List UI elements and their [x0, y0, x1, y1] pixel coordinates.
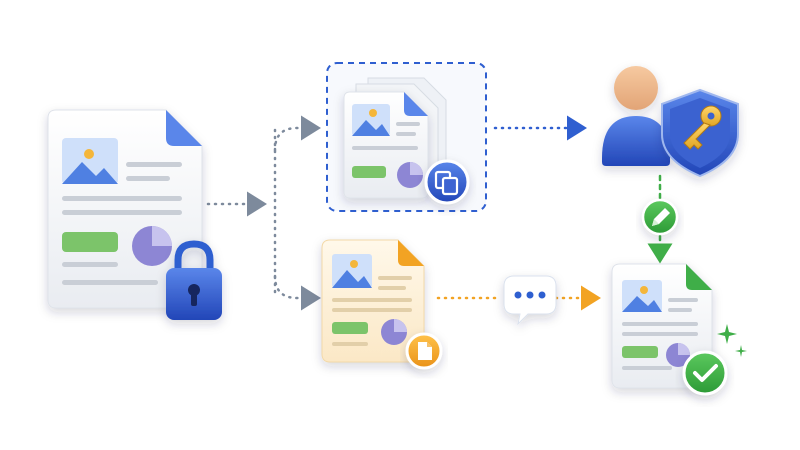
- pie-chart-icon: [666, 343, 690, 367]
- approved-document: [611, 263, 747, 396]
- lock-icon: [166, 240, 222, 320]
- checkmark-icon: [682, 350, 728, 396]
- pie-chart-icon: [381, 319, 407, 345]
- user-with-key-shield: [602, 66, 739, 178]
- image-placeholder-icon: [62, 138, 118, 184]
- edge-source-to-branch: [206, 115, 321, 311]
- image-placeholder-icon: [352, 104, 390, 136]
- copy-icon: [424, 159, 470, 205]
- pie-chart-icon: [397, 162, 423, 188]
- pie-chart-icon: [132, 226, 172, 266]
- locked-source-document: [47, 109, 222, 320]
- copied-document-stack[interactable]: [326, 62, 487, 212]
- image-placeholder-icon: [332, 254, 372, 288]
- document-badge-icon: [405, 332, 443, 370]
- sparkle-icon: [717, 324, 747, 357]
- pencil-edit-icon: [641, 198, 679, 236]
- key-shield-icon: [661, 88, 739, 178]
- image-placeholder-icon: [622, 280, 662, 312]
- connectors: [206, 115, 673, 311]
- user-avatar-icon: [602, 66, 670, 166]
- chat-bubble-icon: [503, 275, 557, 326]
- draft-document: [321, 239, 443, 370]
